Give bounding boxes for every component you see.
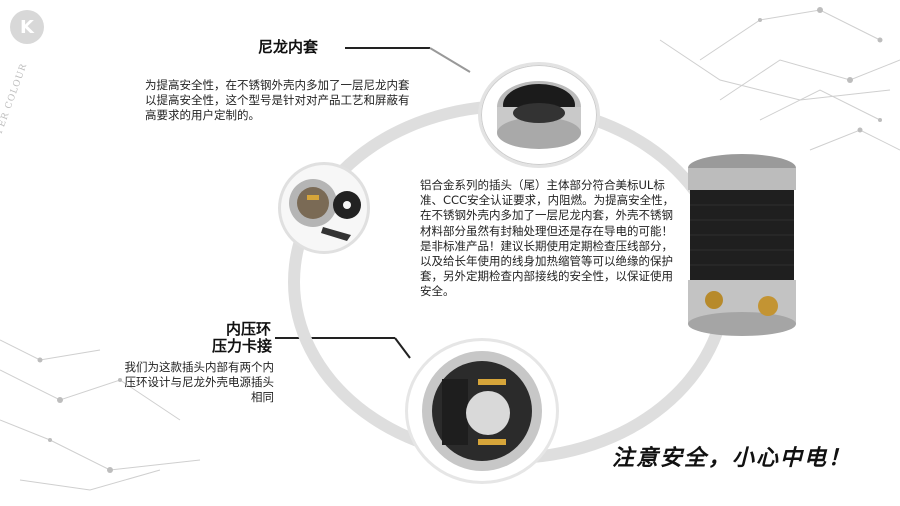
brand-logo: K: [10, 10, 44, 44]
nylon-sleeve-photo: [478, 62, 600, 168]
ring-parts-icon: [289, 179, 361, 241]
pressure-ring-icon: [422, 351, 542, 471]
inner-ring-parts-photo: [278, 162, 370, 254]
ring-title-line2: 压力卡接: [212, 337, 273, 355]
plug-housing-icon: [688, 154, 796, 336]
safety-warning: 注意安全，小心中电！: [612, 446, 853, 471]
ring-title-line1: 内压环: [226, 320, 272, 338]
pressure-ring-photo: [405, 338, 559, 484]
ring-description: 我们为这款插头内部有两个内压环设计与尼龙外壳电源插头相同: [124, 360, 275, 404]
center-description: 铝合金系列的插头（尾）主体部分符合美标UL标准、CCC安全认证要求，内阻燃。为提…: [420, 178, 675, 299]
plug-housing-photo: [686, 150, 798, 336]
nylon-title: 尼龙内套: [258, 38, 319, 56]
nylon-sleeve-icon: [497, 81, 581, 149]
nylon-description: 为提高安全性，在不锈钢外壳内多加了一层尼龙内套以提高安全性，这个型号是针对对产品…: [145, 78, 410, 122]
brand-logo-letter: K: [20, 16, 34, 38]
